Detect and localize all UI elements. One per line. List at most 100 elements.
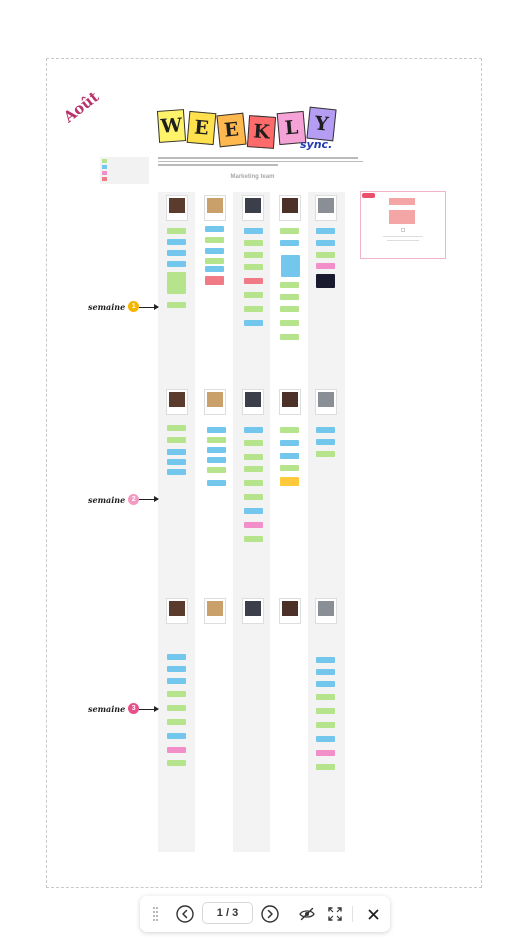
avatar[interactable] <box>242 598 264 624</box>
sticky-note[interactable] <box>167 261 186 267</box>
sticky-note[interactable] <box>244 306 263 312</box>
avatar[interactable] <box>279 389 301 415</box>
sticky-note[interactable] <box>244 228 263 234</box>
sticky-note[interactable] <box>316 681 335 687</box>
sticky-note[interactable] <box>207 427 226 433</box>
sticky-note[interactable] <box>167 705 186 711</box>
sticky-note[interactable] <box>167 250 186 256</box>
avatar[interactable] <box>204 598 226 624</box>
sticky-note[interactable] <box>280 294 299 300</box>
sticky-note[interactable] <box>205 226 224 232</box>
sticky-note[interactable] <box>167 678 186 684</box>
hide-button[interactable] <box>297 904 317 924</box>
sticky-note[interactable] <box>207 447 226 453</box>
sticky-note[interactable] <box>316 427 335 433</box>
sticky-note[interactable] <box>316 439 335 445</box>
sticky-note[interactable] <box>244 292 263 298</box>
sticky-note[interactable] <box>167 469 186 475</box>
avatar[interactable] <box>279 195 301 221</box>
avatar[interactable] <box>204 389 226 415</box>
sticky-note[interactable] <box>280 440 299 446</box>
sticky-note[interactable] <box>244 240 263 246</box>
sticky-note[interactable] <box>244 278 263 284</box>
sticky-note[interactable] <box>205 266 224 272</box>
avatar[interactable] <box>315 389 337 415</box>
sticky-note[interactable] <box>167 272 186 294</box>
sticky-note[interactable] <box>167 760 186 766</box>
avatar[interactable] <box>315 598 337 624</box>
sticky-note[interactable] <box>244 536 263 542</box>
sticky-note[interactable] <box>280 282 299 288</box>
close-button[interactable] <box>363 904 383 924</box>
previous-page-button[interactable] <box>175 904 195 924</box>
sticky-note[interactable] <box>280 228 299 234</box>
sticky-note[interactable] <box>167 719 186 725</box>
sticky-note[interactable] <box>167 654 186 660</box>
sticky-note[interactable] <box>167 449 186 455</box>
sticky-note[interactable] <box>316 657 335 663</box>
sticky-note[interactable] <box>244 494 263 500</box>
sticky-note[interactable] <box>167 239 186 245</box>
sticky-note[interactable] <box>316 252 335 258</box>
sticky-note[interactable] <box>316 694 335 700</box>
drag-handle-icon[interactable] <box>153 906 158 922</box>
sticky-note[interactable] <box>205 248 224 254</box>
avatar[interactable] <box>242 389 264 415</box>
sticky-note[interactable] <box>167 228 186 234</box>
sticky-note[interactable] <box>207 457 226 463</box>
sticky-note[interactable] <box>207 437 226 443</box>
sticky-note[interactable] <box>167 733 186 739</box>
page-indicator[interactable]: 1 / 3 <box>202 902 253 924</box>
sticky-note[interactable] <box>205 237 224 243</box>
sticky-note[interactable] <box>167 666 186 672</box>
avatar[interactable] <box>166 598 188 624</box>
sticky-note[interactable] <box>244 320 263 326</box>
sticky-note[interactable] <box>280 240 299 246</box>
sticky-note[interactable] <box>316 451 335 457</box>
sticky-note[interactable] <box>316 722 335 728</box>
sticky-note[interactable] <box>280 306 299 312</box>
avatar[interactable] <box>279 598 301 624</box>
sticky-note[interactable] <box>244 466 263 472</box>
sticky-note[interactable] <box>244 522 263 528</box>
avatar[interactable] <box>242 195 264 221</box>
sticky-note[interactable] <box>280 334 299 340</box>
sticky-note[interactable] <box>205 276 224 285</box>
avatar[interactable] <box>166 195 188 221</box>
sticky-note[interactable] <box>244 252 263 258</box>
sticky-note[interactable] <box>207 467 226 473</box>
sticky-note[interactable] <box>316 708 335 714</box>
sticky-note[interactable] <box>281 255 300 277</box>
fullscreen-button[interactable] <box>325 904 345 924</box>
sticky-note[interactable] <box>244 454 263 460</box>
avatar[interactable] <box>315 195 337 221</box>
sticky-note[interactable] <box>207 480 226 486</box>
sticky-note[interactable] <box>244 427 263 433</box>
sticky-note[interactable] <box>316 750 335 756</box>
sticky-note[interactable] <box>167 302 186 308</box>
sticky-note[interactable] <box>280 477 299 486</box>
sticky-note[interactable] <box>167 425 186 431</box>
sticky-note[interactable] <box>280 465 299 471</box>
sticky-note[interactable] <box>205 258 224 264</box>
sticky-note[interactable] <box>316 736 335 742</box>
sticky-note[interactable] <box>316 764 335 770</box>
avatar[interactable] <box>204 195 226 221</box>
sticky-note[interactable] <box>316 669 335 675</box>
sticky-note[interactable] <box>316 240 335 246</box>
sticky-note[interactable] <box>167 459 186 465</box>
image-thumbnail[interactable] <box>316 274 335 288</box>
sticky-note[interactable] <box>244 440 263 446</box>
sticky-note[interactable] <box>167 747 186 753</box>
sticky-note[interactable] <box>316 228 335 234</box>
notes-panel[interactable] <box>360 191 446 259</box>
sticky-note[interactable] <box>244 480 263 486</box>
sticky-note[interactable] <box>280 427 299 433</box>
sticky-note[interactable] <box>167 437 186 443</box>
sticky-note[interactable] <box>244 264 263 270</box>
sticky-note[interactable] <box>244 508 263 514</box>
sticky-note[interactable] <box>280 320 299 326</box>
avatar[interactable] <box>166 389 188 415</box>
sticky-note[interactable] <box>167 691 186 697</box>
sticky-note[interactable] <box>316 263 335 269</box>
